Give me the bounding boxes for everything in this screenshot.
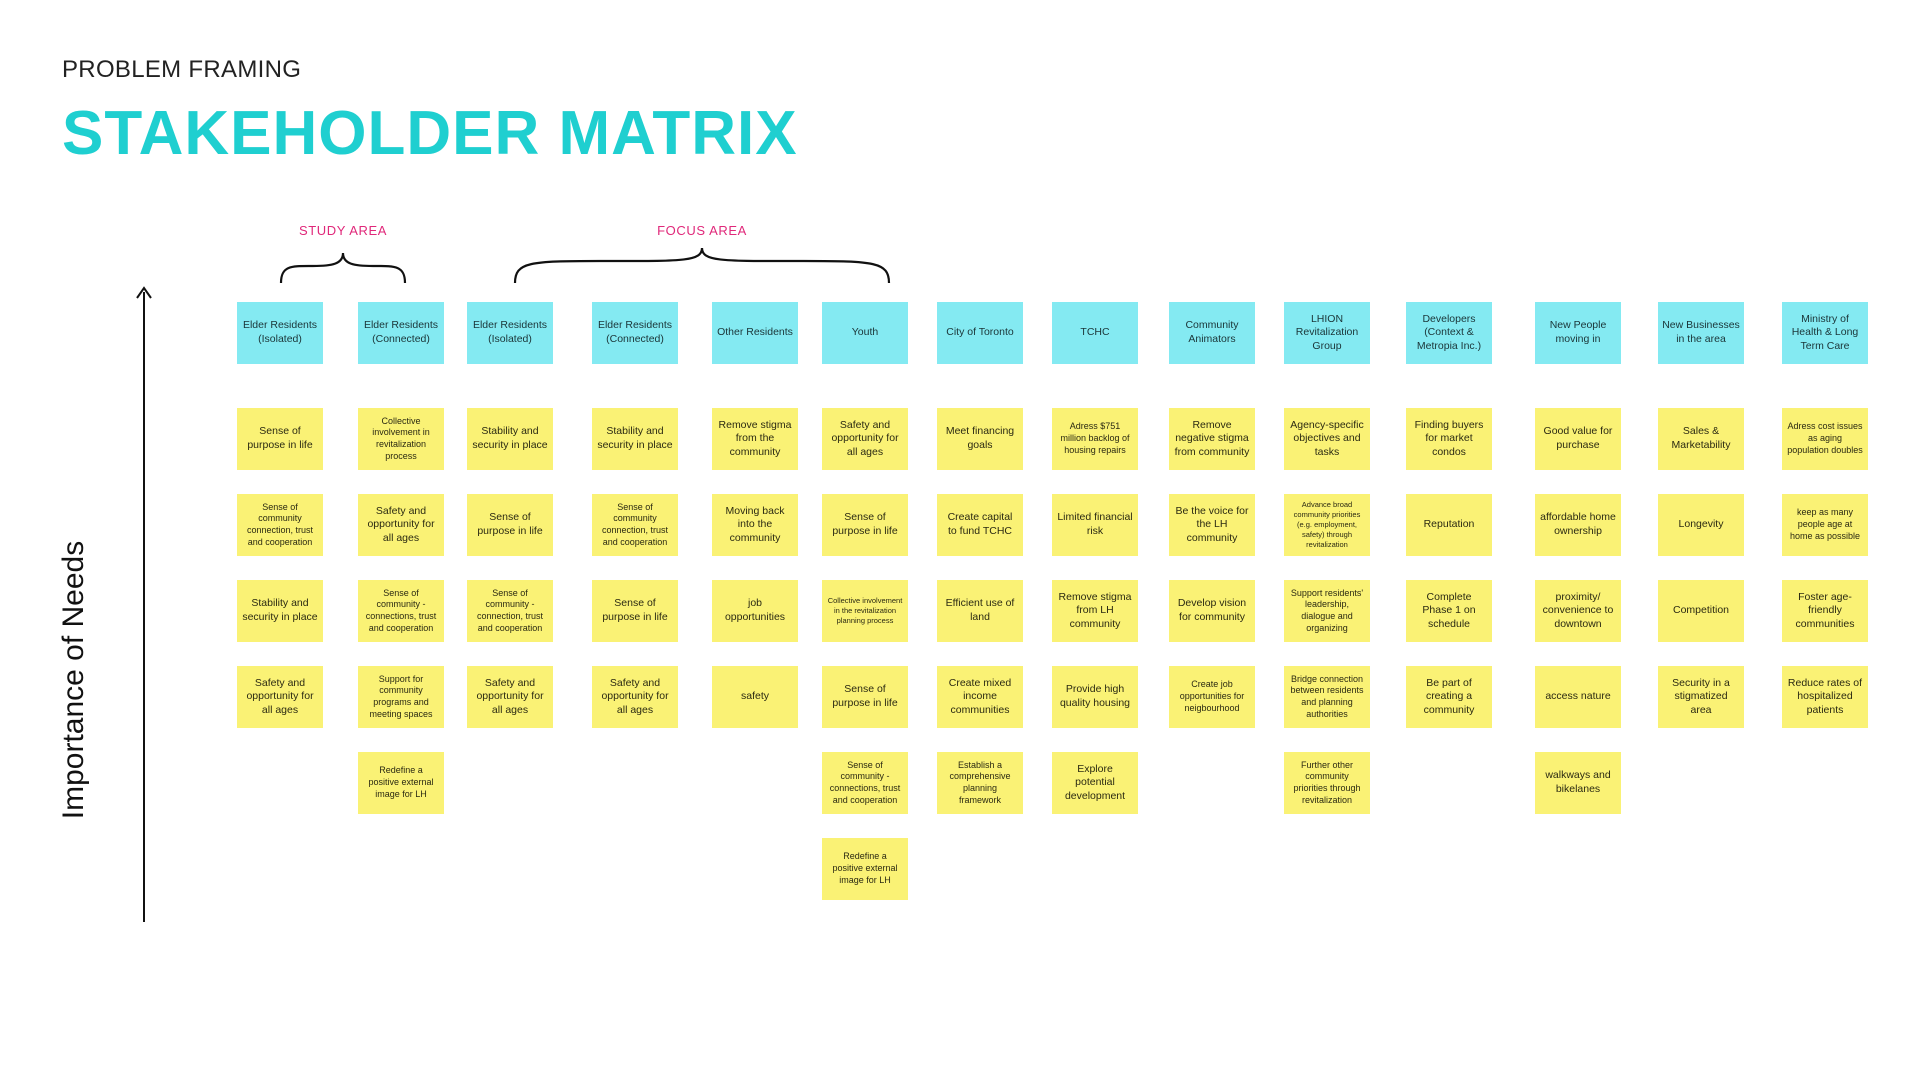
need-sticky-note: Remove stigma from LH community (1052, 580, 1138, 642)
need-sticky-note: Further other community priorities throu… (1284, 752, 1370, 814)
need-sticky-note: Explore potential development (1052, 752, 1138, 814)
stakeholder-header-card: City of Toronto (937, 302, 1023, 364)
study-area-brace (279, 252, 407, 284)
need-sticky-note: Collective involvement in revitalization… (358, 408, 444, 470)
stakeholder-header-card: TCHC (1052, 302, 1138, 364)
need-sticky-note: Stability and security in place (467, 408, 553, 470)
need-sticky-note: job opportunities (712, 580, 798, 642)
stakeholder-header-card: Elder Residents (Isolated) (467, 302, 553, 364)
need-sticky-note: Stability and security in place (592, 408, 678, 470)
need-sticky-note: Remove stigma from the community (712, 408, 798, 470)
stakeholder-header-card: Other Residents (712, 302, 798, 364)
need-sticky-note: Meet financing goals (937, 408, 1023, 470)
stakeholder-header-card: LHION Revitalization Group (1284, 302, 1370, 364)
need-sticky-note: Sense of purpose in life (237, 408, 323, 470)
need-sticky-note: Complete Phase 1 on schedule (1406, 580, 1492, 642)
focus-area-brace (513, 247, 891, 284)
need-sticky-note: Moving back into the community (712, 494, 798, 556)
need-sticky-note: Safety and opportunity for all ages (358, 494, 444, 556)
y-axis-arrowhead (136, 286, 152, 299)
need-sticky-note: Adress $751 million backlog of housing r… (1052, 408, 1138, 470)
need-sticky-note: Create capital to fund TCHC (937, 494, 1023, 556)
need-sticky-note: Sense of community - connections, trust … (358, 580, 444, 642)
need-sticky-note: keep as many people age at home as possi… (1782, 494, 1868, 556)
need-sticky-note: Be part of creating a community (1406, 666, 1492, 728)
need-sticky-note: Reputation (1406, 494, 1492, 556)
need-sticky-note: Provide high quality housing (1052, 666, 1138, 728)
stakeholder-header-card: Elder Residents (Connected) (358, 302, 444, 364)
need-sticky-note: Competition (1658, 580, 1744, 642)
need-sticky-note: Stability and security in place (237, 580, 323, 642)
need-sticky-note: Foster age-friendly communities (1782, 580, 1868, 642)
need-sticky-note: Bridge connection between residents and … (1284, 666, 1370, 728)
need-sticky-note: Sales & Marketability (1658, 408, 1744, 470)
need-sticky-note: Support for community programs and meeti… (358, 666, 444, 728)
study-area-label: STUDY AREA (298, 223, 388, 238)
need-sticky-note: Safety and opportunity for all ages (467, 666, 553, 728)
need-sticky-note: Redefine a positive external image for L… (822, 838, 908, 900)
need-sticky-note: Security in a stigmatized area (1658, 666, 1744, 728)
need-sticky-note: Longevity (1658, 494, 1744, 556)
need-sticky-note: Sense of purpose in life (467, 494, 553, 556)
need-sticky-note: affordable home ownership (1535, 494, 1621, 556)
stakeholder-header-card: Community Animators (1169, 302, 1255, 364)
stakeholder-header-card: New Businesses in the area (1658, 302, 1744, 364)
stakeholder-header-card: New People moving in (1535, 302, 1621, 364)
need-sticky-note: Safety and opportunity for all ages (822, 408, 908, 470)
need-sticky-note: walkways and bikelanes (1535, 752, 1621, 814)
need-sticky-note: Collective involvement in the revitaliza… (822, 580, 908, 642)
need-sticky-note: Create job opportunities for neigbourhoo… (1169, 666, 1255, 728)
need-sticky-note: Sense of purpose in life (822, 666, 908, 728)
need-sticky-note: proximity/ convenience to downtown (1535, 580, 1621, 642)
need-sticky-note: Create mixed income communities (937, 666, 1023, 728)
need-sticky-note: safety (712, 666, 798, 728)
need-sticky-note: Sense of purpose in life (822, 494, 908, 556)
need-sticky-note: Adress cost issues as aging population d… (1782, 408, 1868, 470)
section-eyebrow: PROBLEM FRAMING (62, 56, 302, 83)
need-sticky-note: Sense of community - connections, trust … (822, 752, 908, 814)
need-sticky-note: Sense of community connection, trust and… (237, 494, 323, 556)
need-sticky-note: Safety and opportunity for all ages (237, 666, 323, 728)
focus-area-label: FOCUS AREA (657, 223, 747, 238)
stakeholder-header-card: Youth (822, 302, 908, 364)
need-sticky-note: Good value for purchase (1535, 408, 1621, 470)
need-sticky-note: access nature (1535, 666, 1621, 728)
need-sticky-note: Redefine a positive external image for L… (358, 752, 444, 814)
need-sticky-note: Establish a comprehensive planning frame… (937, 752, 1023, 814)
need-sticky-note: Sense of community - connection, trust a… (467, 580, 553, 642)
need-sticky-note: Reduce rates of hospitalized patients (1782, 666, 1868, 728)
need-sticky-note: Develop vision for community (1169, 580, 1255, 642)
need-sticky-note: Limited financial risk (1052, 494, 1138, 556)
need-sticky-note: Sense of community connection, trust and… (592, 494, 678, 556)
stakeholder-header-card: Developers (Context & Metropia Inc.) (1406, 302, 1492, 364)
need-sticky-note: Advance broad community priorities (e.g.… (1284, 494, 1370, 556)
need-sticky-note: Efficient use of land (937, 580, 1023, 642)
stakeholder-header-card: Ministry of Health & Long Term Care (1782, 302, 1868, 364)
page-title: STAKEHOLDER MATRIX (62, 99, 798, 168)
stakeholder-header-card: Elder Residents (Connected) (592, 302, 678, 364)
need-sticky-note: Finding buyers for market condos (1406, 408, 1492, 470)
need-sticky-note: Support residents' leadership, dialogue … (1284, 580, 1370, 642)
stakeholder-header-card: Elder Residents (Isolated) (237, 302, 323, 364)
need-sticky-note: Agency-specific objectives and tasks (1284, 408, 1370, 470)
need-sticky-note: Be the voice for the LH community (1169, 494, 1255, 556)
need-sticky-note: Safety and opportunity for all ages (592, 666, 678, 728)
y-axis-label: Importance of Needs (57, 540, 90, 820)
need-sticky-note: Sense of purpose in life (592, 580, 678, 642)
need-sticky-note: Remove negative stigma from community (1169, 408, 1255, 470)
